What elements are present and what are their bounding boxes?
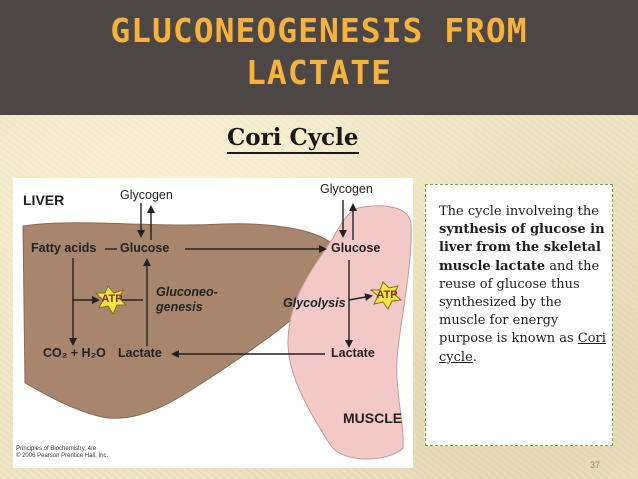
cori-cycle-drawing [22, 200, 412, 460]
liver-glycogen-label: Glycogen [120, 188, 173, 202]
muscle-label: MUSCLE [343, 410, 403, 426]
explanation-part-3: . [472, 349, 477, 365]
liver-label: LIVER [23, 192, 65, 208]
gluconeogenesis-label: Gluconeo- genesis [156, 285, 218, 314]
liver-lactate-label: Lactate [118, 346, 162, 360]
atp-star-liver [94, 285, 128, 316]
page-number: 37 [590, 460, 601, 470]
cori-cycle-figure: LIVER Glycogen Glycogen Fatty acids Gluc… [13, 178, 413, 468]
explanation-part-2: and the reuse of glucose thus synthesize… [439, 258, 600, 347]
slide-title: Gluconeogenesis from Lactate [110, 11, 528, 92]
muscle-glycogen-label: Glycogen [320, 182, 373, 196]
liver-glucose-label: Glucose [120, 241, 170, 255]
slide-subtitle: Cori Cycle [227, 124, 359, 154]
explanation-bold: synthesis of glucose in liver from the s… [439, 222, 605, 274]
glycolysis-label: Glycolysis [283, 296, 346, 310]
atp-muscle-label: ATP [376, 289, 398, 301]
muscle-glucose-label: Glucose [331, 241, 381, 255]
explanation-part-1: The cycle involveing the [439, 204, 599, 219]
explanation-text: The cycle involveing the synthesis of gl… [439, 203, 609, 367]
title-bar: Gluconeogenesis from Lactate [0, 0, 638, 115]
explanation-box: The cycle involveing the synthesis of gl… [425, 184, 613, 446]
atp-liver-label: ATP [101, 293, 123, 305]
figure-credit: Principles of Biochemistry, 4/e © 2006 P… [16, 446, 109, 459]
co2-h2o-label: CO₂ + H₂O [43, 346, 106, 360]
fatty-acids-label: Fatty acids [31, 241, 97, 255]
atp-star-muscle [369, 281, 403, 310]
muscle-lactate-label: Lactate [331, 346, 375, 360]
cori-cycle-term: Cori cycle [439, 331, 606, 365]
